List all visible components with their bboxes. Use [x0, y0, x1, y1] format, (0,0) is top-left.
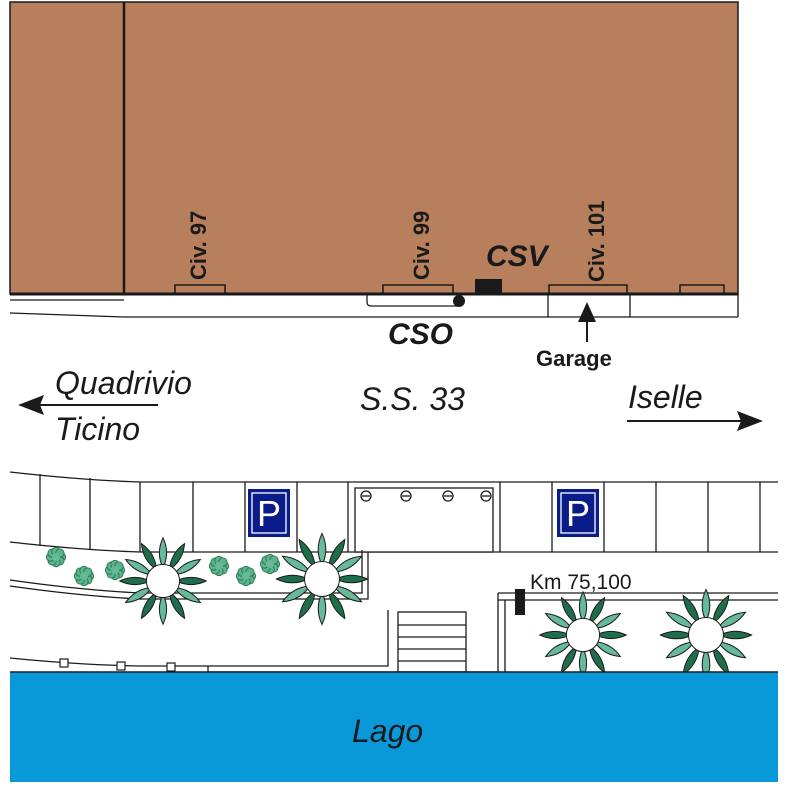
- shrub-group: [45, 546, 281, 587]
- tree-group: [118, 532, 753, 682]
- label-km-marker: Km 75,100: [530, 571, 632, 594]
- bollard-icon: [480, 490, 492, 502]
- bollard-row: [360, 490, 492, 502]
- bollard-icon: [400, 490, 412, 502]
- shrub-icon: [104, 559, 126, 581]
- label-cso: CSO: [388, 318, 453, 351]
- parking-letter-right: P: [566, 493, 590, 534]
- shelter: [354, 487, 494, 553]
- label-civ-99: Civ. 99: [409, 211, 434, 280]
- label-east: Iselle: [628, 379, 703, 415]
- shrub-icon: [259, 553, 281, 575]
- lake: [10, 672, 778, 782]
- parking-icon: P: [557, 489, 599, 537]
- parking-strip: [9, 471, 778, 553]
- tree-icon: [118, 536, 208, 626]
- stairs: [397, 611, 467, 673]
- arrow-up-icon: [578, 302, 596, 342]
- label-civ-101: Civ. 101: [584, 200, 609, 282]
- north-sidewalk: [9, 294, 739, 318]
- tree-icon: [275, 532, 369, 626]
- parking-letter-left: P: [257, 493, 281, 534]
- tree-icon: [659, 588, 753, 682]
- km-marker: [515, 589, 525, 615]
- shrub-icon: [208, 555, 230, 577]
- label-west-line2: Ticino: [55, 411, 140, 447]
- arrow-right-icon: [627, 411, 763, 431]
- tree-icon: [538, 590, 628, 680]
- label-lake: Lago: [352, 713, 423, 749]
- label-west-line1: Quadrivio: [55, 365, 192, 401]
- label-civ-97: Civ. 97: [186, 211, 211, 280]
- entrance-civ-97: [174, 284, 226, 295]
- entrance-civ-101: [548, 284, 628, 295]
- railing-posts: [59, 658, 176, 672]
- label-garage: Garage: [536, 346, 612, 371]
- shrub-icon: [45, 546, 67, 568]
- promenade: [9, 550, 778, 673]
- label-road: S.S. 33: [360, 381, 465, 417]
- bollard-icon: [442, 490, 454, 502]
- arrow-left-icon: [18, 395, 158, 415]
- building: [9, 1, 739, 295]
- label-csv: CSV: [486, 240, 551, 273]
- building-block: [9, 1, 739, 296]
- parking-icon: P: [248, 489, 290, 537]
- bollard-icon: [360, 490, 372, 502]
- shrub-icon: [73, 565, 95, 587]
- shrub-icon: [235, 565, 257, 587]
- entrance-civ-99: [382, 284, 454, 295]
- cso-marker: [453, 295, 465, 307]
- csv-marker: [475, 279, 502, 294]
- entrance-east: [679, 284, 725, 295]
